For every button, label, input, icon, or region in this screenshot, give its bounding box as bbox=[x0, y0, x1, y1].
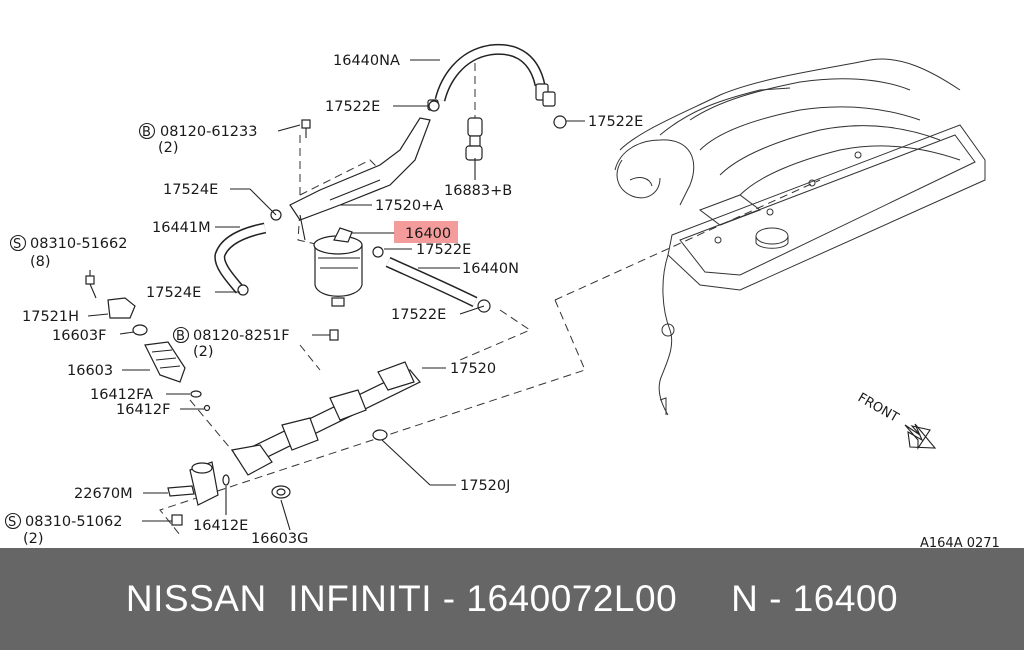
footer-gap bbox=[677, 578, 731, 620]
svg-text:S: S bbox=[13, 237, 21, 252]
label-08120-8251F: 08120-8251F bbox=[193, 328, 290, 344]
label-16412E: 16412E bbox=[193, 518, 248, 534]
leader-lines bbox=[87, 59, 585, 531]
dashed-lines bbox=[159, 50, 821, 536]
label-qty-2c: (2) bbox=[23, 531, 44, 547]
label-08310-51662: 08310-51662 bbox=[30, 236, 128, 252]
label-17522E-4: 17522E bbox=[391, 307, 446, 323]
part-labels: 16440NA 17522E 17522E 08120-61233 (2) 17… bbox=[22, 53, 1000, 548]
label-17520: 17520 bbox=[450, 361, 496, 377]
label-17520A: 17520+A bbox=[375, 198, 443, 214]
highlight-16400 bbox=[394, 221, 458, 243]
footer-separator: - bbox=[432, 578, 467, 619]
footer-brand: NISSAN INFINITI bbox=[125, 578, 432, 619]
label-qty-8: (8) bbox=[30, 254, 51, 270]
injector-group bbox=[85, 275, 211, 412]
pressure-regulator bbox=[167, 461, 291, 526]
label-16883B: 16883+B bbox=[444, 183, 512, 199]
fuel-rail bbox=[231, 329, 421, 476]
label-16603G: 16603G bbox=[251, 531, 308, 547]
hose-16441M bbox=[214, 222, 267, 294]
label-08120-61233: 08120-61233 bbox=[160, 124, 258, 140]
label-16440N: 16440N bbox=[462, 261, 519, 277]
label-16400: 16400 bbox=[405, 226, 451, 242]
svg-text:B: B bbox=[142, 125, 151, 140]
label-16441M: 16441M bbox=[152, 220, 211, 236]
label-16603F: 16603F bbox=[52, 328, 106, 344]
footer-ref: N - 16400 bbox=[731, 578, 899, 619]
valve-16883B bbox=[465, 117, 483, 161]
label-16603: 16603 bbox=[67, 363, 113, 379]
label-17520J: 17520J bbox=[460, 478, 510, 494]
label-16440NA: 16440NA bbox=[333, 53, 400, 69]
hose-16440NA bbox=[434, 43, 556, 107]
label-17522E-1: 17522E bbox=[325, 99, 380, 115]
parts-diagram: FRONT B bbox=[4, 43, 1000, 548]
front-arrow: FRONT bbox=[855, 390, 937, 450]
label-08310-51062: 08310-51062 bbox=[25, 514, 123, 530]
bolt-08120-61233 bbox=[301, 119, 311, 138]
footer-banner: NISSAN INFINITI - 1640072L00 N - 16400 bbox=[0, 548, 1024, 650]
label-17522E-3: 17522E bbox=[416, 242, 471, 258]
diagram-code: A164A 0271 bbox=[920, 536, 1000, 548]
label-qty-2a: (2) bbox=[158, 140, 179, 156]
svg-text:S: S bbox=[8, 515, 16, 530]
label-17524E-2: 17524E bbox=[146, 285, 201, 301]
bracket-17520A bbox=[289, 99, 439, 241]
fuel-filter bbox=[313, 227, 384, 307]
label-qty-2b: (2) bbox=[193, 344, 214, 360]
svg-text:B: B bbox=[176, 329, 185, 344]
engine-illustration bbox=[614, 58, 986, 416]
label-16412F: 16412F bbox=[116, 402, 170, 418]
label-17521H: 17521H bbox=[22, 309, 79, 325]
label-17524E-1: 17524E bbox=[163, 182, 218, 198]
label-22670M: 22670M bbox=[74, 486, 133, 502]
circle-markers: B S B S bbox=[4, 122, 190, 530]
label-16412FA: 16412FA bbox=[90, 387, 153, 403]
hose-16440N bbox=[385, 256, 478, 307]
front-label: FRONT bbox=[855, 390, 901, 425]
footer-part-number: 1640072L00 bbox=[466, 578, 678, 619]
label-17522E-2: 17522E bbox=[588, 114, 643, 130]
